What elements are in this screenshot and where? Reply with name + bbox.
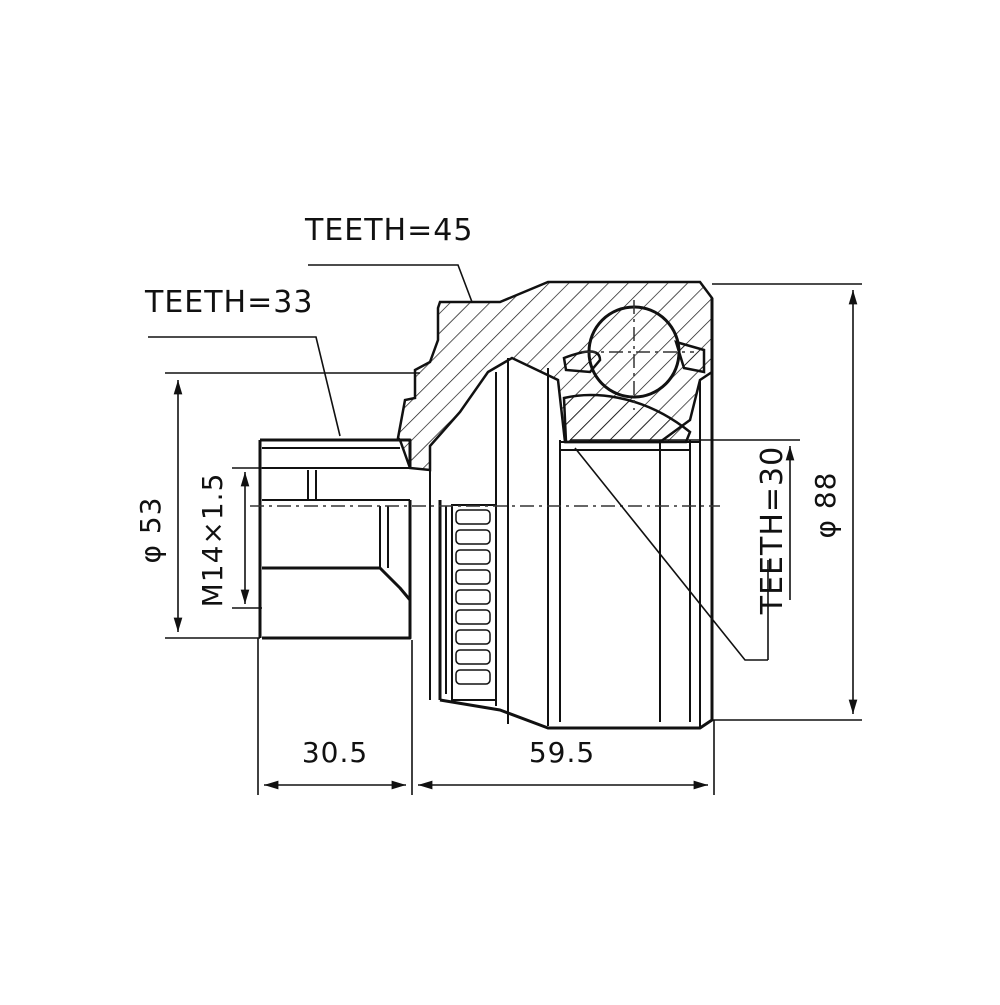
label-teeth-45: TEETH=45 bbox=[304, 213, 473, 248]
label-length-30-5: 30.5 bbox=[302, 736, 368, 769]
abs-ring bbox=[429, 470, 497, 701]
label-teeth-30: TEETH=30 bbox=[755, 446, 790, 615]
label-thread: M14×1.5 bbox=[196, 473, 229, 608]
label-dia-53: φ 53 bbox=[134, 497, 167, 564]
leaders bbox=[148, 264, 769, 661]
leader-teeth-45 bbox=[308, 264, 473, 303]
leader-teeth-30 bbox=[574, 447, 768, 661]
label-dia-88: φ 88 bbox=[809, 472, 842, 539]
leader-teeth-33 bbox=[148, 336, 341, 437]
dimensions bbox=[165, 283, 862, 795]
label-teeth-33: TEETH=33 bbox=[144, 285, 313, 320]
ball-cage bbox=[562, 300, 706, 444]
stub-shaft bbox=[250, 438, 720, 640]
label-length-59-5: 59.5 bbox=[529, 736, 595, 769]
